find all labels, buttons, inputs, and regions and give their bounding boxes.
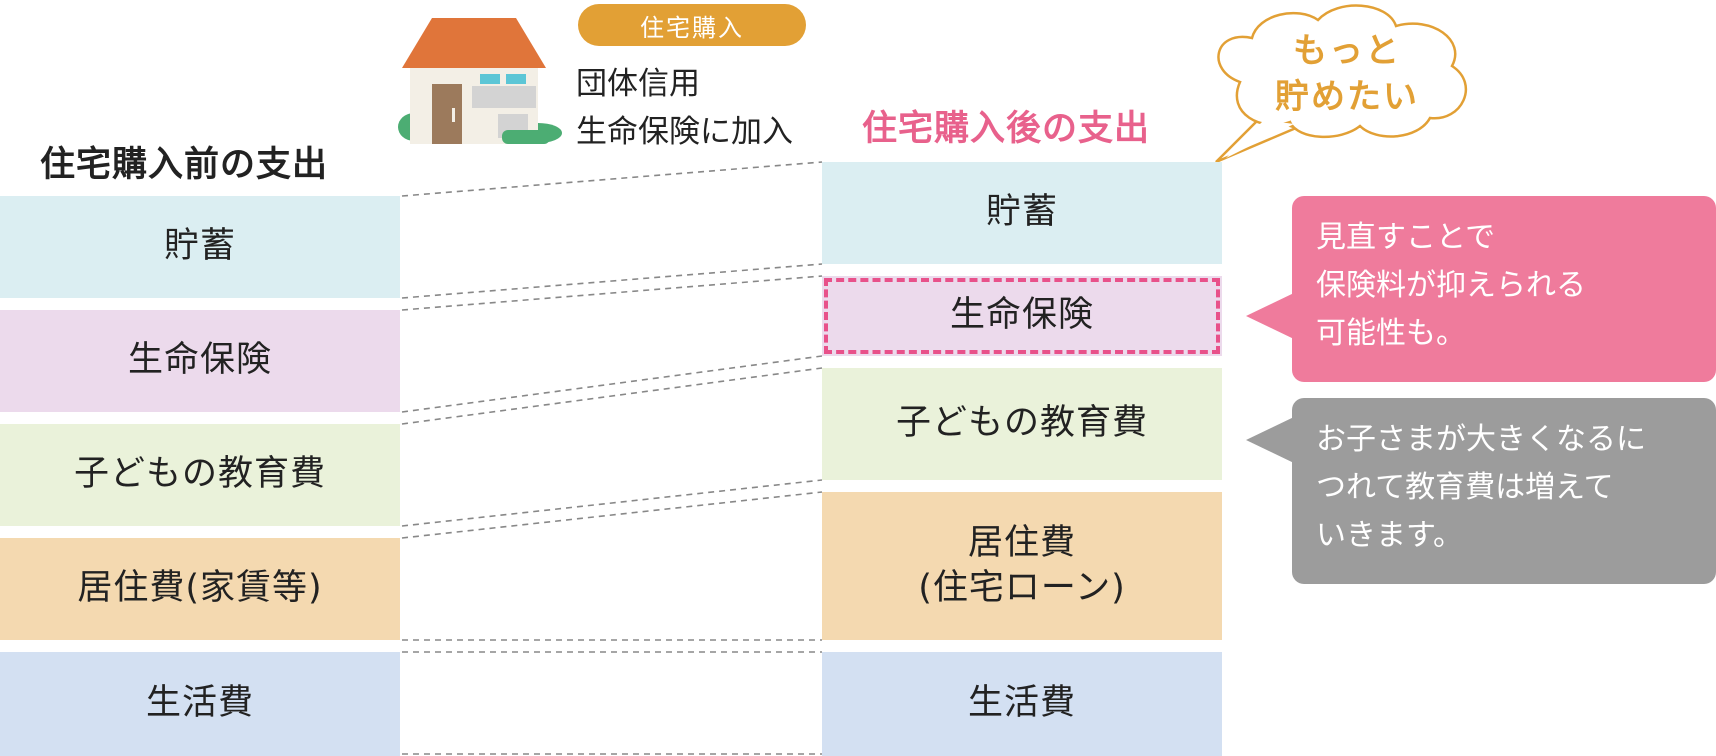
after-life-insurance-block: 生命保険 — [822, 276, 1222, 356]
thought-bubble-line1: もっと — [1293, 31, 1401, 71]
education-callout-line3: いきます。 — [1316, 518, 1463, 553]
education-callout-line2: つれて教育費は増えて — [1316, 470, 1614, 505]
before-education-block: 子どもの教育費 — [0, 424, 400, 526]
thought-bubble-icon — [1215, 4, 1468, 164]
insurance-callout-line2: 保険料が抑えられる — [1316, 268, 1586, 303]
after-housing-line2: (住宅ローン) — [918, 568, 1126, 608]
house-icon — [398, 18, 562, 144]
callout-pointer-pink — [1246, 292, 1296, 340]
purchase-badge: 住宅購入 — [578, 4, 806, 46]
purchase-note-line2: 生命保険に加入 — [576, 114, 793, 150]
before-life-insurance-block: 生命保険 — [0, 310, 400, 412]
before-living-block: 生活費 — [0, 652, 400, 756]
callout-pointer-grey — [1246, 416, 1296, 464]
thought-bubble-text: もっと 貯めたい — [1222, 28, 1472, 120]
after-education-block: 子どもの教育費 — [822, 368, 1222, 480]
education-callout-line1: お子さまが大きくなるに — [1316, 422, 1646, 457]
after-housing-block: 居住費 (住宅ローン) — [822, 492, 1222, 640]
purchase-note-line1: 団体信用 — [576, 66, 700, 102]
insurance-callout: 見直すことで 保険料が抑えられる 可能性も。 — [1292, 196, 1716, 382]
before-housing-block: 居住費(家賃等) — [0, 538, 400, 640]
purchase-note: 団体信用 生命保険に加入 — [576, 60, 793, 156]
education-callout: お子さまが大きくなるに つれて教育費は増えて いきます。 — [1292, 398, 1716, 584]
insurance-callout-line1: 見直すことで — [1316, 220, 1496, 255]
before-title: 住宅購入前の支出 — [40, 145, 329, 185]
thought-bubble-line2: 貯めたい — [1275, 77, 1419, 117]
insurance-callout-line3: 可能性も。 — [1316, 316, 1466, 351]
after-housing-line1: 居住費 — [967, 522, 1076, 563]
after-living-block: 生活費 — [822, 652, 1222, 756]
before-savings-block: 貯蓄 — [0, 196, 400, 298]
after-savings-block: 貯蓄 — [822, 162, 1222, 264]
after-title: 住宅購入後の支出 — [862, 109, 1151, 149]
